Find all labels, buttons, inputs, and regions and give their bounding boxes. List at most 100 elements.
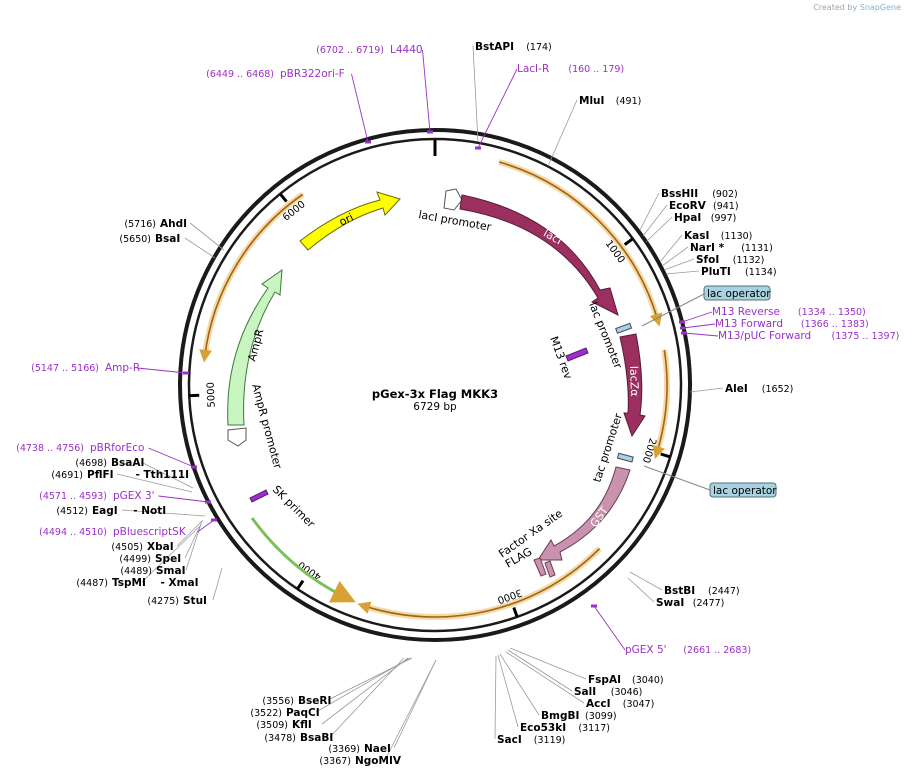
enzyme-site[interactable]: BstAPI(174) xyxy=(475,41,552,53)
primer-site[interactable]: M13 Reverse(1334 .. 1350) xyxy=(712,306,866,318)
enzyme-name: BsaAI xyxy=(111,457,144,469)
primer-position: (4494 .. 4510) xyxy=(39,527,107,538)
gst-feature[interactable] xyxy=(537,466,631,561)
primer-site[interactable]: (4738 .. 4756)pBRforEco xyxy=(16,442,144,454)
enzyme-site[interactable]: Eco53kI(3117) xyxy=(520,722,610,734)
lac-operator-1-mark[interactable] xyxy=(615,322,633,334)
enzyme-name: KflI xyxy=(292,719,312,731)
flag-mark[interactable] xyxy=(544,560,556,578)
primer-leader xyxy=(477,68,518,149)
enzyme-site[interactable]: (4698)BsaAI xyxy=(75,457,144,469)
factor-xa-mark[interactable] xyxy=(533,557,547,577)
enzyme-site[interactable]: BstBI(2447) xyxy=(664,585,740,597)
enzyme-name: AccI xyxy=(586,698,610,710)
enzyme-site[interactable]: BssHII(902) xyxy=(661,188,738,200)
enzyme-site[interactable]: (3509)KflI xyxy=(256,719,311,731)
primer-site[interactable]: M13 Forward (1366 .. 1383) xyxy=(715,318,869,330)
enzyme-site[interactable]: EcoRV(941) xyxy=(669,200,739,212)
tick-mark xyxy=(623,237,634,246)
enzyme-site[interactable]: SalI(3046) xyxy=(574,686,642,698)
enzyme-site[interactable]: BmgBI(3099) xyxy=(541,710,617,722)
enzyme-site[interactable]: FspAI(3040) xyxy=(588,674,664,686)
lac-operator-2-mark[interactable] xyxy=(616,452,634,463)
primer-site[interactable]: (4494 .. 4510)pBluescriptSK xyxy=(39,526,187,538)
enzyme-site[interactable]: (3522)PaqCI xyxy=(250,707,319,719)
enzyme-site[interactable]: SfoI(1132) xyxy=(696,254,764,266)
enzyme-site[interactable]: HpaI(997) xyxy=(674,212,736,224)
enzyme-site[interactable]: (4487)TspMI- XmaI xyxy=(76,577,198,589)
enzyme-site[interactable]: NarI *(1131) xyxy=(690,242,773,254)
enzyme-leader xyxy=(329,657,405,738)
enzyme-site[interactable]: (3478)BsaBI xyxy=(264,732,333,744)
enzyme-position: (1131) xyxy=(741,243,773,254)
enzyme-position: (3047) xyxy=(623,699,655,710)
primer-name: pBRforEco xyxy=(90,442,144,454)
enzyme-site[interactable]: (4275)StuI xyxy=(147,595,207,607)
lacI-feature[interactable] xyxy=(459,194,619,316)
enzyme-name: FspAI xyxy=(588,674,621,686)
lacZa-feature[interactable] xyxy=(619,333,646,438)
primer-site[interactable]: (4571 .. 4593)pGEX 3' xyxy=(39,490,154,502)
enzyme-site[interactable]: PluTI(1134) xyxy=(701,266,777,278)
plasmid-length: 6729 bp xyxy=(413,401,457,413)
sk-primer-label: SK primer xyxy=(270,483,318,531)
enzyme-site[interactable]: AccI (3047) xyxy=(586,698,654,710)
lac-operator-1-badge[interactable] xyxy=(703,285,771,301)
label-group: BstAPI(174) MluI(491) BssHII(902)EcoRV(941… xyxy=(16,41,899,767)
m13rev-mark[interactable] xyxy=(565,347,589,362)
enzyme-position: (4691) xyxy=(51,470,83,481)
ori-feature[interactable] xyxy=(299,191,401,251)
primer-site[interactable]: pGEX 5'(2661 .. 2683) xyxy=(625,644,751,656)
ampR-promoter-feature[interactable] xyxy=(227,427,247,447)
enzyme-position: (4499) xyxy=(119,554,151,565)
enzyme-leader xyxy=(689,387,724,393)
primer-site[interactable]: LacI-R(160 .. 179) xyxy=(517,63,624,75)
primer-name: LacI-R xyxy=(517,63,549,75)
enzyme-site[interactable]: (4505)XbaI xyxy=(111,541,173,553)
enzyme-site[interactable]: AleI(1652) xyxy=(725,383,793,395)
primer-position: (1366 .. 1383) xyxy=(801,319,869,330)
enzyme-site[interactable]: (5650)BsaI xyxy=(119,233,180,245)
enzyme-site[interactable]: (3367)NgoMIV xyxy=(319,755,401,767)
primer-site[interactable]: (5147 .. 5166)Amp-R xyxy=(31,362,140,374)
enzyme-leader xyxy=(121,509,206,517)
ampR-feature[interactable] xyxy=(227,268,283,426)
enzyme-site[interactable]: (3369)NaeI xyxy=(328,743,391,755)
enzyme-site[interactable]: SwaI(2477) xyxy=(656,597,724,609)
enzyme-site[interactable]: SacI(3119) xyxy=(497,734,565,746)
enzyme-site[interactable]: KasI(1130) xyxy=(684,230,752,242)
enzyme-position: (4505) xyxy=(111,542,143,553)
primer-site[interactable]: M13/pUC Forward(1375 .. 1397) xyxy=(718,330,899,342)
primer-name: pGEX 5' xyxy=(625,644,667,656)
primer-name: M13 Reverse xyxy=(712,306,780,318)
enzyme-leader xyxy=(642,204,668,237)
lacI-promoter-feature[interactable] xyxy=(443,188,463,211)
enzyme-name: NaeI xyxy=(364,743,391,755)
enzyme-name: BstAPI xyxy=(475,41,514,53)
enzyme-name: BseRI xyxy=(298,695,331,707)
primer-name: L4440 xyxy=(390,44,423,56)
enzyme-site[interactable]: MluI(491) xyxy=(579,95,641,107)
enzyme-site[interactable]: (3556)BseRI xyxy=(262,695,331,707)
enzyme-site[interactable]: (4489)SmaI xyxy=(120,565,185,577)
enzyme-leader xyxy=(663,258,695,271)
enzyme-site[interactable]: (4499)SpeI xyxy=(119,553,181,565)
primer-site[interactable]: (6702 .. 6719)L4440 xyxy=(316,44,422,56)
enzyme-name: BmgBI xyxy=(541,710,579,722)
enzyme-site[interactable]: (5716)AhdI xyxy=(124,218,187,230)
enzyme-leader xyxy=(661,246,689,267)
enzyme-position: (3367) xyxy=(319,756,351,767)
primer-name: pBR322ori-F xyxy=(280,68,345,80)
primer-position: (5147 .. 5166) xyxy=(31,363,99,374)
primer-leader xyxy=(681,311,713,323)
snapgene-brand: SnapGene xyxy=(859,3,901,12)
enzyme-site[interactable]: (4691)PflFI- Tth111I xyxy=(51,469,189,481)
primer-leader xyxy=(351,73,369,143)
primer-position: (1375 .. 1397) xyxy=(832,331,900,342)
primer-name: M13 Forward xyxy=(715,318,783,330)
sk-primer-mark[interactable] xyxy=(249,489,269,503)
enzyme-site[interactable]: (4512)EagI- NotI xyxy=(56,505,166,517)
enzyme-leader xyxy=(547,99,578,167)
snapgene-credit: Created by SnapGene xyxy=(813,3,901,12)
primer-site[interactable]: (6449 .. 6468)pBR322ori-F xyxy=(206,68,345,80)
